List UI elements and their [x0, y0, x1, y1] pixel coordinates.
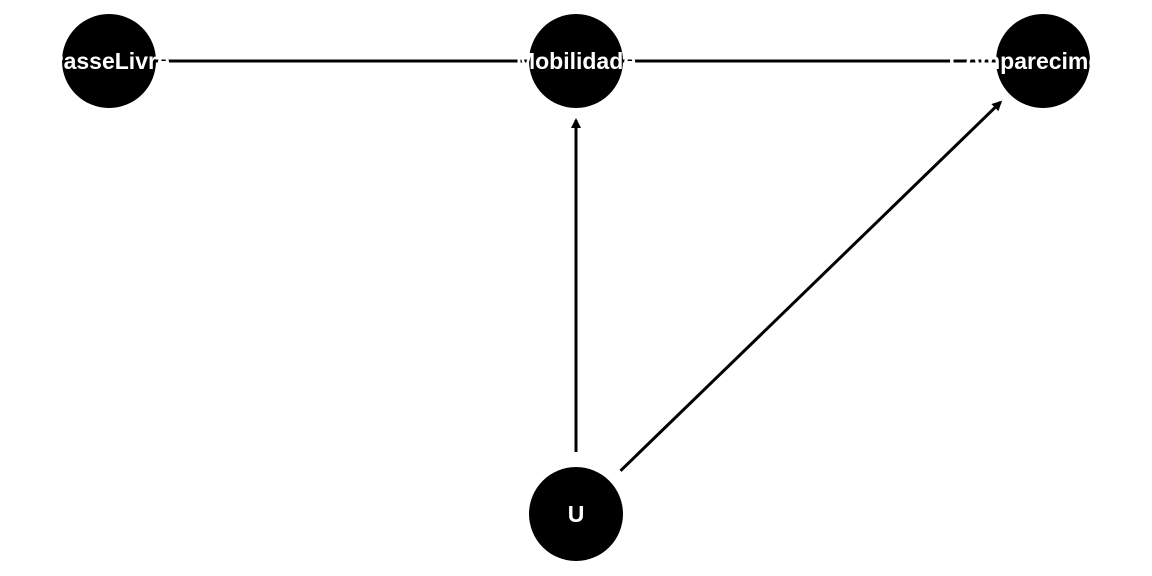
node-label-mobilidade: Mobilidade	[516, 48, 636, 74]
node-label-passelivre: PasseLivre	[48, 48, 169, 74]
edge-u-to-comparecimento	[619, 100, 1003, 472]
node-label-comparecimento: Comparecimento	[949, 48, 1137, 74]
node-passelivre	[62, 14, 156, 108]
node-u	[529, 467, 623, 561]
node-mobilidade	[529, 14, 623, 108]
node-label-u: U	[568, 501, 585, 527]
node-comparecimento	[996, 14, 1090, 108]
